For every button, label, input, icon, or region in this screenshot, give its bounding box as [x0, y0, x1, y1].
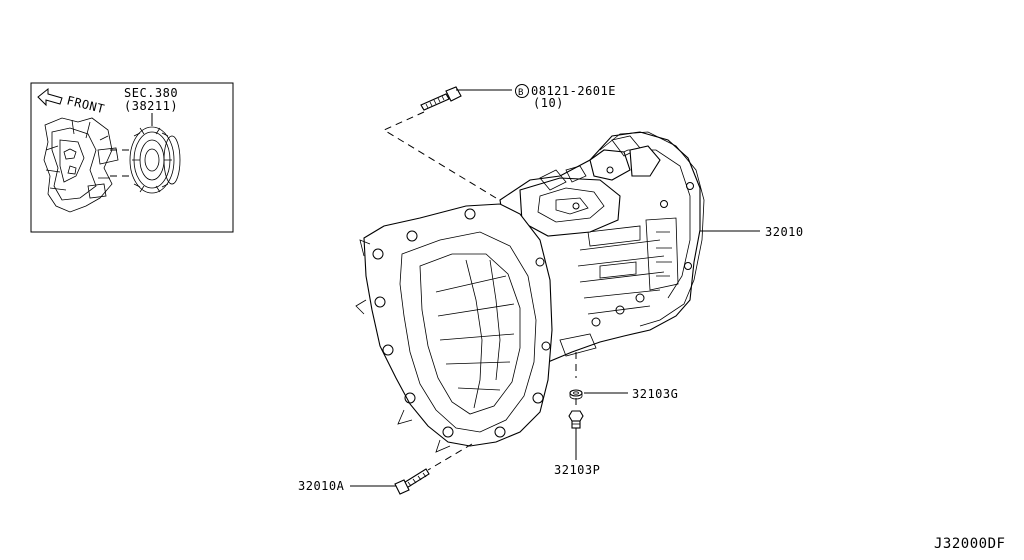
- bolt-top-callout: B 08121-2601E (10): [515, 84, 616, 110]
- transmission-part-number: 32010: [765, 225, 804, 239]
- washer-part-number: 32103G: [632, 387, 678, 401]
- front-arrow-icon: [37, 87, 63, 107]
- drain-plug-part-number: 32103P: [554, 463, 600, 477]
- bottom-bolt: [394, 468, 430, 495]
- section-label: SEC.380: [124, 86, 178, 100]
- front-label: FRONT: [65, 93, 106, 116]
- engine-sketch: [43, 117, 130, 213]
- transmission-assembly: [355, 131, 705, 453]
- bottom-bolt-part-number: 32010A: [298, 479, 345, 493]
- top-bolt: [420, 86, 512, 111]
- bolt-top-symbol: B: [518, 88, 524, 98]
- washer: [569, 389, 583, 400]
- bolt-top-quantity: (10): [533, 96, 564, 110]
- drain-plug: [568, 410, 584, 429]
- clutch-sketch: [129, 126, 181, 194]
- diagram-code: J32000DF: [934, 536, 1005, 552]
- bolt-top-part-number: 08121-2601E: [531, 84, 616, 98]
- inset-panel: FRONT SEC.380 (38211): [30, 82, 234, 233]
- section-ref: (38211): [124, 99, 178, 113]
